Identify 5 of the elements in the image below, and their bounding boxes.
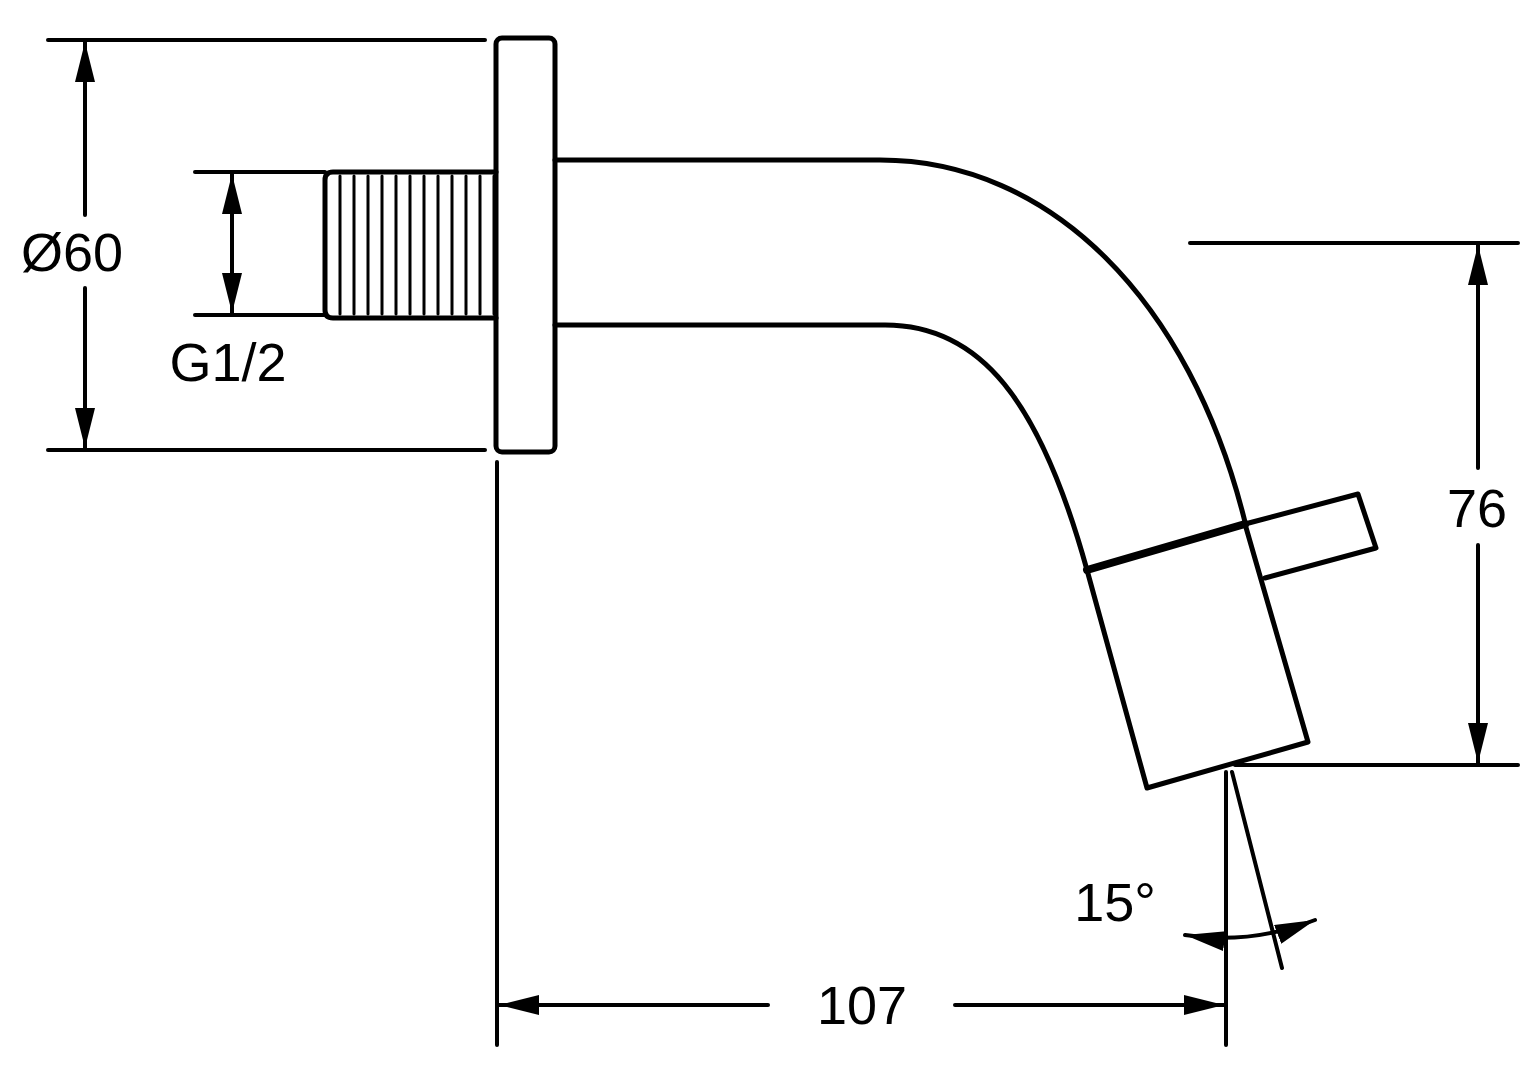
dimension-label: 15°: [1074, 875, 1156, 929]
dimension-label: 76: [1446, 481, 1508, 535]
dimension-label: Ø60: [20, 225, 124, 279]
dimension-label: 107: [816, 978, 908, 1032]
dimension-label: G1/2: [169, 335, 287, 389]
